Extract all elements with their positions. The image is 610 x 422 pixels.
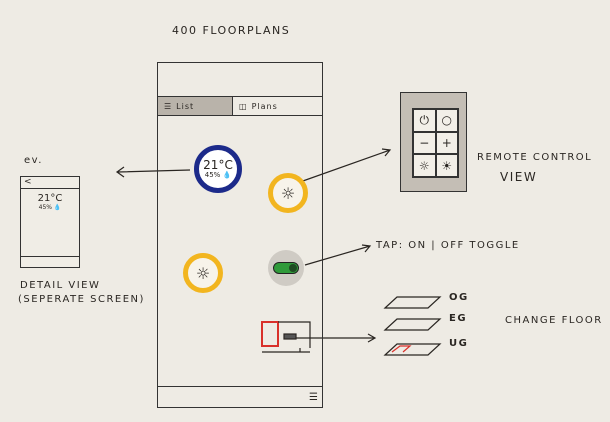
floor-og <box>383 296 442 309</box>
detail-temperature: 21°C <box>37 193 63 204</box>
toggle-icon <box>273 262 299 274</box>
arrow-to-floors <box>295 333 377 343</box>
floor-eg <box>383 318 442 331</box>
power-button[interactable]: ⏻ <box>413 109 436 132</box>
detail-caption-sub: (Seperate Screen) <box>18 294 145 305</box>
arrow-to-toggle-note <box>304 244 372 266</box>
plan-icon: ◫ <box>239 101 248 111</box>
arrow-to-detail <box>115 166 191 178</box>
detail-caption: Detail View <box>20 280 101 291</box>
temperature-widget[interactable]: 21°C 45% 💧 <box>194 145 242 193</box>
off-button[interactable]: ○ <box>435 109 458 132</box>
floor-label-eg[interactable]: EG <box>449 313 468 324</box>
dim-button[interactable]: ☼ <box>413 154 436 177</box>
tab-plans[interactable]: ◫Plans <box>239 101 278 111</box>
floor-label-ug[interactable]: UG <box>449 338 469 349</box>
remote-caption: Remote Control <box>477 152 593 163</box>
list-icon: ☰ <box>164 101 173 111</box>
bottom-bar <box>158 386 322 387</box>
hamburger-icon[interactable]: ☰ <box>309 392 318 403</box>
remote-caption-sub: View <box>500 170 538 184</box>
toggle-note: Tap: On | Off Toggle <box>376 240 520 251</box>
floors-caption: Change Floor <box>505 315 603 326</box>
note-ev: ev. <box>24 155 43 166</box>
detail-humidity: 45% 💧 <box>38 204 62 211</box>
light-icon[interactable]: ☼ <box>268 173 308 213</box>
phone-mockup: ☰List ◫Plans 21°C 45% 💧 ☼ ☼ ☰ <box>157 62 323 408</box>
floor-ug <box>383 343 442 356</box>
plus-button[interactable]: + <box>435 131 458 155</box>
page-title: 400 Floorplans <box>172 24 291 37</box>
back-button[interactable]: < <box>21 177 79 189</box>
tab-list[interactable]: ☰List <box>158 97 233 115</box>
tab-bar: ☰List ◫Plans <box>158 96 322 116</box>
toggle-switch[interactable] <box>268 250 304 286</box>
minus-button[interactable]: − <box>413 131 436 155</box>
arrow-to-remote <box>299 148 392 183</box>
bright-button[interactable]: ☀ <box>435 154 458 177</box>
detail-bottom-bar <box>21 256 79 257</box>
floor-label-og[interactable]: OG <box>449 292 469 303</box>
detail-view-mockup: < 21°C 45% 💧 <box>20 176 80 268</box>
remote-control-mockup: ⏻ ○ − + ☼ ☀ <box>400 92 467 192</box>
light-icon[interactable]: ☼ <box>183 253 223 293</box>
